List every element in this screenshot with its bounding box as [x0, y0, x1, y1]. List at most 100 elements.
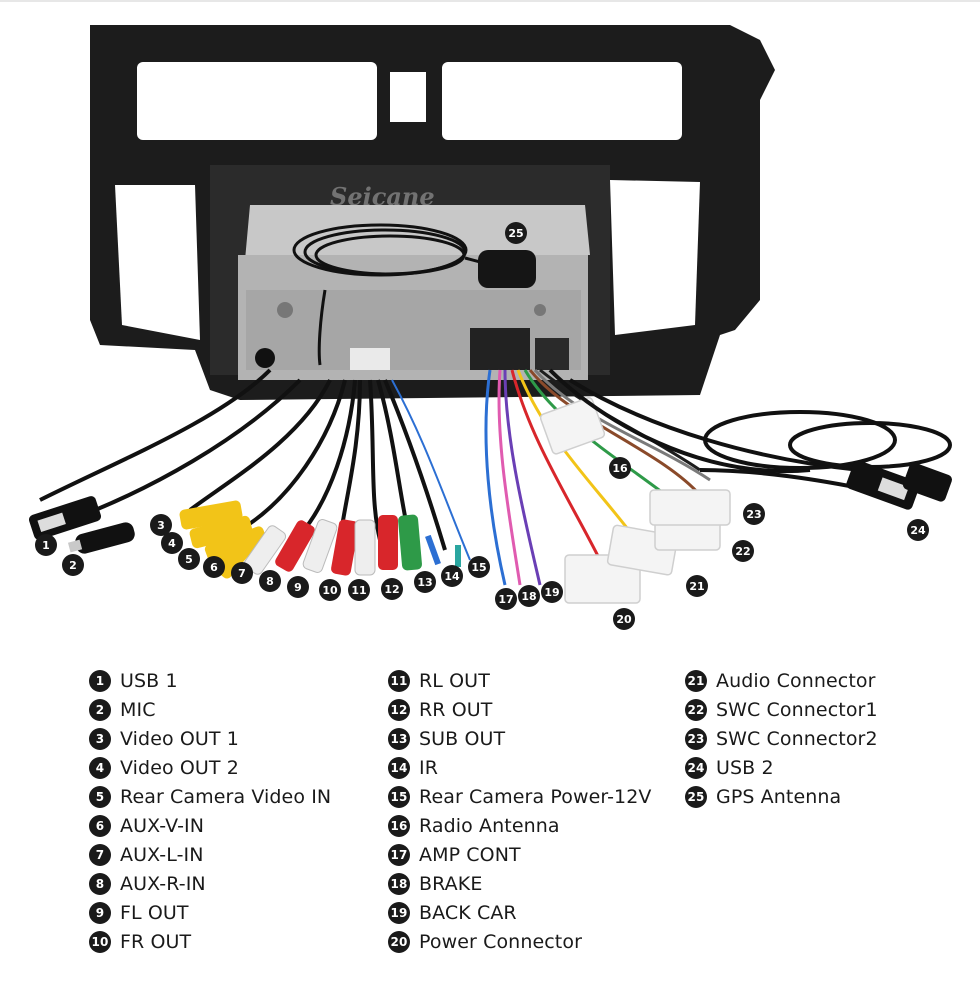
- callout-1: 1: [35, 534, 57, 556]
- legend-item: 1 USB 1: [89, 666, 331, 695]
- svg-text:13: 13: [417, 576, 432, 589]
- legend-item: 6 AUX-V-IN: [89, 811, 331, 840]
- legend-label: SUB OUT: [419, 727, 506, 750]
- legend-number-badge: 10: [89, 930, 111, 953]
- legend-label: SWC Connector1: [716, 698, 878, 721]
- legend-item: 13 SUB OUT: [388, 724, 652, 753]
- usb1-plug: [28, 496, 102, 540]
- legend-label: RL OUT: [419, 669, 490, 692]
- legend-number-badge: 6: [89, 814, 111, 837]
- svg-text:22: 22: [735, 545, 750, 558]
- svg-text:10: 10: [322, 584, 338, 597]
- svg-text:25: 25: [508, 227, 523, 240]
- radio-chassis: [238, 205, 590, 380]
- callout-20: 20: [613, 608, 635, 630]
- legend-label: Video OUT 1: [120, 727, 239, 750]
- callout-11: 11: [348, 579, 370, 601]
- legend-number-badge: 20: [388, 930, 410, 953]
- callout-10: 10: [319, 579, 341, 601]
- svg-text:3: 3: [157, 519, 165, 532]
- usb2-cable: [548, 368, 952, 492]
- legend-label: Radio Antenna: [419, 814, 560, 837]
- callout-7: 7: [231, 562, 253, 584]
- legend-label: RR OUT: [419, 698, 493, 721]
- legend-number-badge: 14: [388, 756, 410, 779]
- legend-label: IR: [419, 756, 439, 779]
- head-unit-photo: Seicane: [0, 0, 980, 630]
- legend-label: AUX-V-IN: [120, 814, 205, 837]
- legend-item: 10 FR OUT: [89, 927, 331, 956]
- legend-label: USB 2: [716, 756, 774, 779]
- callout-4: 4: [161, 532, 183, 554]
- legend-label: MIC: [120, 698, 156, 721]
- callout-22: 22: [732, 540, 754, 562]
- svg-text:23: 23: [746, 508, 761, 521]
- legend-item: 24 USB 2: [685, 753, 878, 782]
- legend-number-badge: 13: [388, 727, 410, 750]
- gps-puck: [478, 250, 536, 288]
- legend-label: AMP CONT: [419, 843, 521, 866]
- callout-17: 17: [495, 588, 517, 610]
- svg-text:21: 21: [689, 580, 704, 593]
- callout-24: 24: [907, 519, 929, 541]
- legend-label: Rear Camera Power-12V: [419, 785, 652, 808]
- legend-label: AUX-R-IN: [120, 872, 206, 895]
- legend-item: 21 Audio Connector: [685, 666, 878, 695]
- callout-9: 9: [287, 576, 309, 598]
- legend-label: FL OUT: [120, 901, 189, 924]
- svg-text:2: 2: [69, 559, 77, 572]
- legend-label: Rear Camera Video IN: [120, 785, 332, 808]
- legend-number-badge: 1: [89, 669, 111, 692]
- legend-label: USB 1: [120, 669, 178, 692]
- legend-number-badge: 11: [388, 669, 410, 692]
- svg-text:16: 16: [612, 462, 628, 475]
- legend-number-badge: 21: [685, 669, 707, 692]
- callout-8: 8: [259, 570, 281, 592]
- svg-text:24: 24: [910, 524, 926, 537]
- legend-number-badge: 8: [89, 872, 111, 895]
- svg-text:15: 15: [471, 561, 486, 574]
- callout-2: 2: [62, 554, 84, 576]
- white-connectors: [539, 397, 731, 604]
- legend-number-badge: 24: [685, 756, 707, 779]
- svg-text:9: 9: [294, 581, 302, 594]
- svg-text:20: 20: [616, 613, 632, 626]
- legend-label: SWC Connector2: [716, 727, 878, 750]
- legend-label: BRAKE: [419, 872, 483, 895]
- usb2-plug: [846, 460, 952, 510]
- legend-label: GPS Antenna: [716, 785, 842, 808]
- legend-number-badge: 3: [89, 727, 111, 750]
- callout-18: 18: [518, 585, 540, 607]
- legend-label: FR OUT: [120, 930, 192, 953]
- mic-plug: [67, 522, 135, 554]
- callout-23: 23: [743, 503, 765, 525]
- legend-label: Video OUT 2: [120, 756, 239, 779]
- svg-text:1: 1: [42, 539, 50, 552]
- callout-15: 15: [468, 556, 490, 578]
- gps-antenna: [292, 223, 501, 366]
- legend-number-badge: 22: [685, 698, 707, 721]
- callout-12: 12: [381, 578, 403, 600]
- legend-number-badge: 5: [89, 785, 111, 808]
- legend-number-badge: 25: [685, 785, 707, 808]
- callout-25: 25: [505, 222, 527, 244]
- svg-text:11: 11: [351, 584, 366, 597]
- svg-text:4: 4: [168, 537, 176, 550]
- svg-text:8: 8: [266, 575, 274, 588]
- svg-text:5: 5: [185, 553, 193, 566]
- wire-harness-right: [484, 368, 711, 586]
- legend-label: AUX-L-IN: [120, 843, 204, 866]
- legend-item: 11 RL OUT: [388, 666, 652, 695]
- legend-number-badge: 9: [89, 901, 111, 924]
- rca-connectors: [179, 500, 461, 579]
- legend-label: Audio Connector: [716, 669, 876, 692]
- legend-item: 22 SWC Connector1: [685, 695, 878, 724]
- legend-label: BACK CAR: [419, 901, 517, 924]
